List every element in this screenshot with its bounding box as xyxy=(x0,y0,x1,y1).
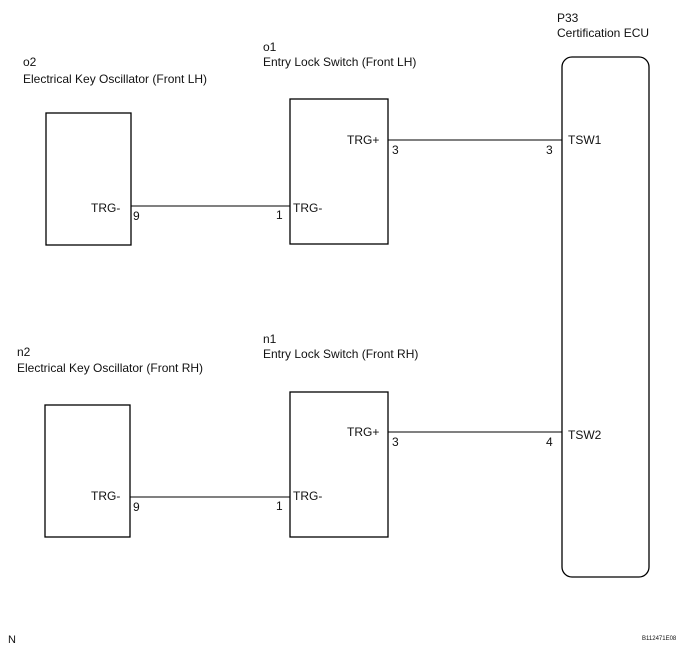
o2-code: o2 xyxy=(23,55,37,69)
p33-ecu-box xyxy=(561,56,650,578)
o2-box xyxy=(45,112,132,246)
o1-pin-in-name: TRG- xyxy=(293,201,322,215)
o2-pin-no: 9 xyxy=(133,209,140,223)
n1-code: n1 xyxy=(263,332,277,346)
o1-name: Entry Lock Switch (Front LH) xyxy=(263,55,416,69)
o1-code: o1 xyxy=(263,40,277,54)
n1-box xyxy=(289,391,389,538)
o1-pin-in-no: 1 xyxy=(276,208,283,222)
footer-figure-id: B112471E08 xyxy=(642,636,677,642)
o1-pin-out-name: TRG+ xyxy=(347,133,379,147)
n1-name: Entry Lock Switch (Front RH) xyxy=(263,347,418,361)
n1-pin-out-no: 3 xyxy=(392,435,399,449)
p33-pin1-no: 3 xyxy=(546,143,553,157)
footer-left-mark: N xyxy=(8,634,16,646)
p33-pin2-name: TSW2 xyxy=(568,428,602,442)
o1-pin-out-no: 3 xyxy=(392,143,399,157)
n2-pin-no: 9 xyxy=(133,500,140,514)
p33-pin1-name: TSW1 xyxy=(568,133,602,147)
o2-pin-name: TRG- xyxy=(91,201,120,215)
p33-code: P33 xyxy=(557,11,579,25)
n2-pin-name: TRG- xyxy=(91,489,120,503)
n1-pin-in-no: 1 xyxy=(276,499,283,513)
n2-box xyxy=(44,404,131,538)
n1-pin-out-name: TRG+ xyxy=(347,425,379,439)
o2-name: Electrical Key Oscillator (Front LH) xyxy=(23,72,207,86)
n2-name: Electrical Key Oscillator (Front RH) xyxy=(17,361,203,375)
p33-name: Certification ECU xyxy=(557,26,649,40)
o1-box xyxy=(289,98,389,245)
n1-pin-in-name: TRG- xyxy=(293,489,322,503)
n2-code: n2 xyxy=(17,345,31,359)
p33-pin2-no: 4 xyxy=(546,435,553,449)
